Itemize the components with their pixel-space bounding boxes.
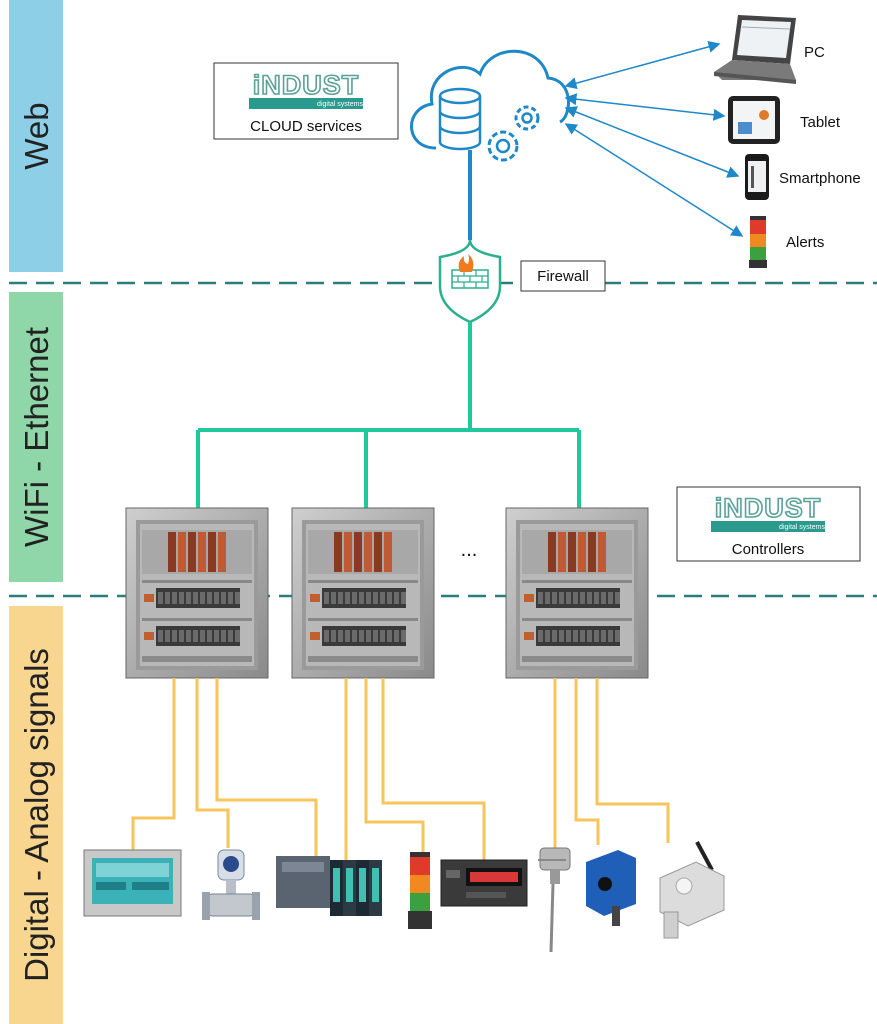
device-photo-sensor	[586, 850, 636, 926]
client-smartphone: Smartphone	[745, 154, 861, 200]
controller-cabinets	[125, 507, 649, 679]
smartphone-icon	[745, 154, 769, 200]
network-lines	[196, 322, 581, 512]
client-pc-label: PC	[804, 44, 825, 61]
layer-web: Web	[9, 0, 63, 272]
client-alerts: Alerts	[749, 216, 824, 268]
layer-signals-label: Digital - Analog signals	[18, 648, 55, 982]
device-flow-meter	[202, 849, 260, 920]
layer-signals: Digital - Analog signals	[9, 606, 63, 1024]
controllers-box: iNDUST digital systems Controllers	[676, 486, 861, 562]
controller-cabinet	[505, 507, 649, 679]
controllers-logo-tagline: digital systems	[779, 524, 825, 531]
controller-cabinet	[125, 507, 269, 679]
client-tablet-label: Tablet	[800, 114, 841, 131]
client-smartphone-label: Smartphone	[779, 170, 861, 187]
device-plc-rack	[276, 856, 382, 916]
device-humidity-sensor	[659, 841, 725, 939]
cloud-services-label: CLOUD services	[250, 118, 362, 135]
device-display-panel	[83, 849, 182, 917]
firewall-icon	[451, 254, 489, 289]
signal-lines	[131, 678, 670, 860]
client-tablet: Tablet	[728, 96, 841, 144]
layer-web-label: Web	[18, 102, 55, 169]
firewall-label-box: Firewall	[520, 260, 606, 292]
signal-tower-icon	[749, 216, 767, 268]
laptop-icon	[714, 15, 796, 84]
layer-network-label: WiFi - Ethernet	[18, 327, 55, 547]
controllers-label: Controllers	[732, 541, 805, 558]
cloud-logo-text: iNDUST	[253, 70, 360, 100]
cloud-icon	[410, 49, 570, 162]
client-pc: PC	[714, 15, 825, 84]
device-signal-tower	[408, 852, 432, 929]
firewall-label: Firewall	[537, 268, 589, 285]
device-panel-meter	[440, 859, 528, 907]
controllers-logo-text: iNDUST	[715, 493, 822, 523]
gear-icon	[487, 105, 540, 162]
firewall	[438, 239, 502, 324]
layer-network: WiFi - Ethernet	[9, 292, 63, 582]
device-temperature-probe	[538, 847, 571, 953]
cloud-logo-tagline: digital systems	[317, 101, 363, 108]
client-arrows	[564, 40, 744, 237]
controller-cabinet	[291, 507, 435, 679]
tablet-icon	[728, 96, 780, 144]
database-icon	[438, 87, 482, 151]
more-controllers-ellipsis: ...	[461, 539, 478, 561]
client-alerts-label: Alerts	[786, 234, 824, 251]
cloud-services-box: iNDUST digital systems CLOUD services	[213, 62, 399, 140]
